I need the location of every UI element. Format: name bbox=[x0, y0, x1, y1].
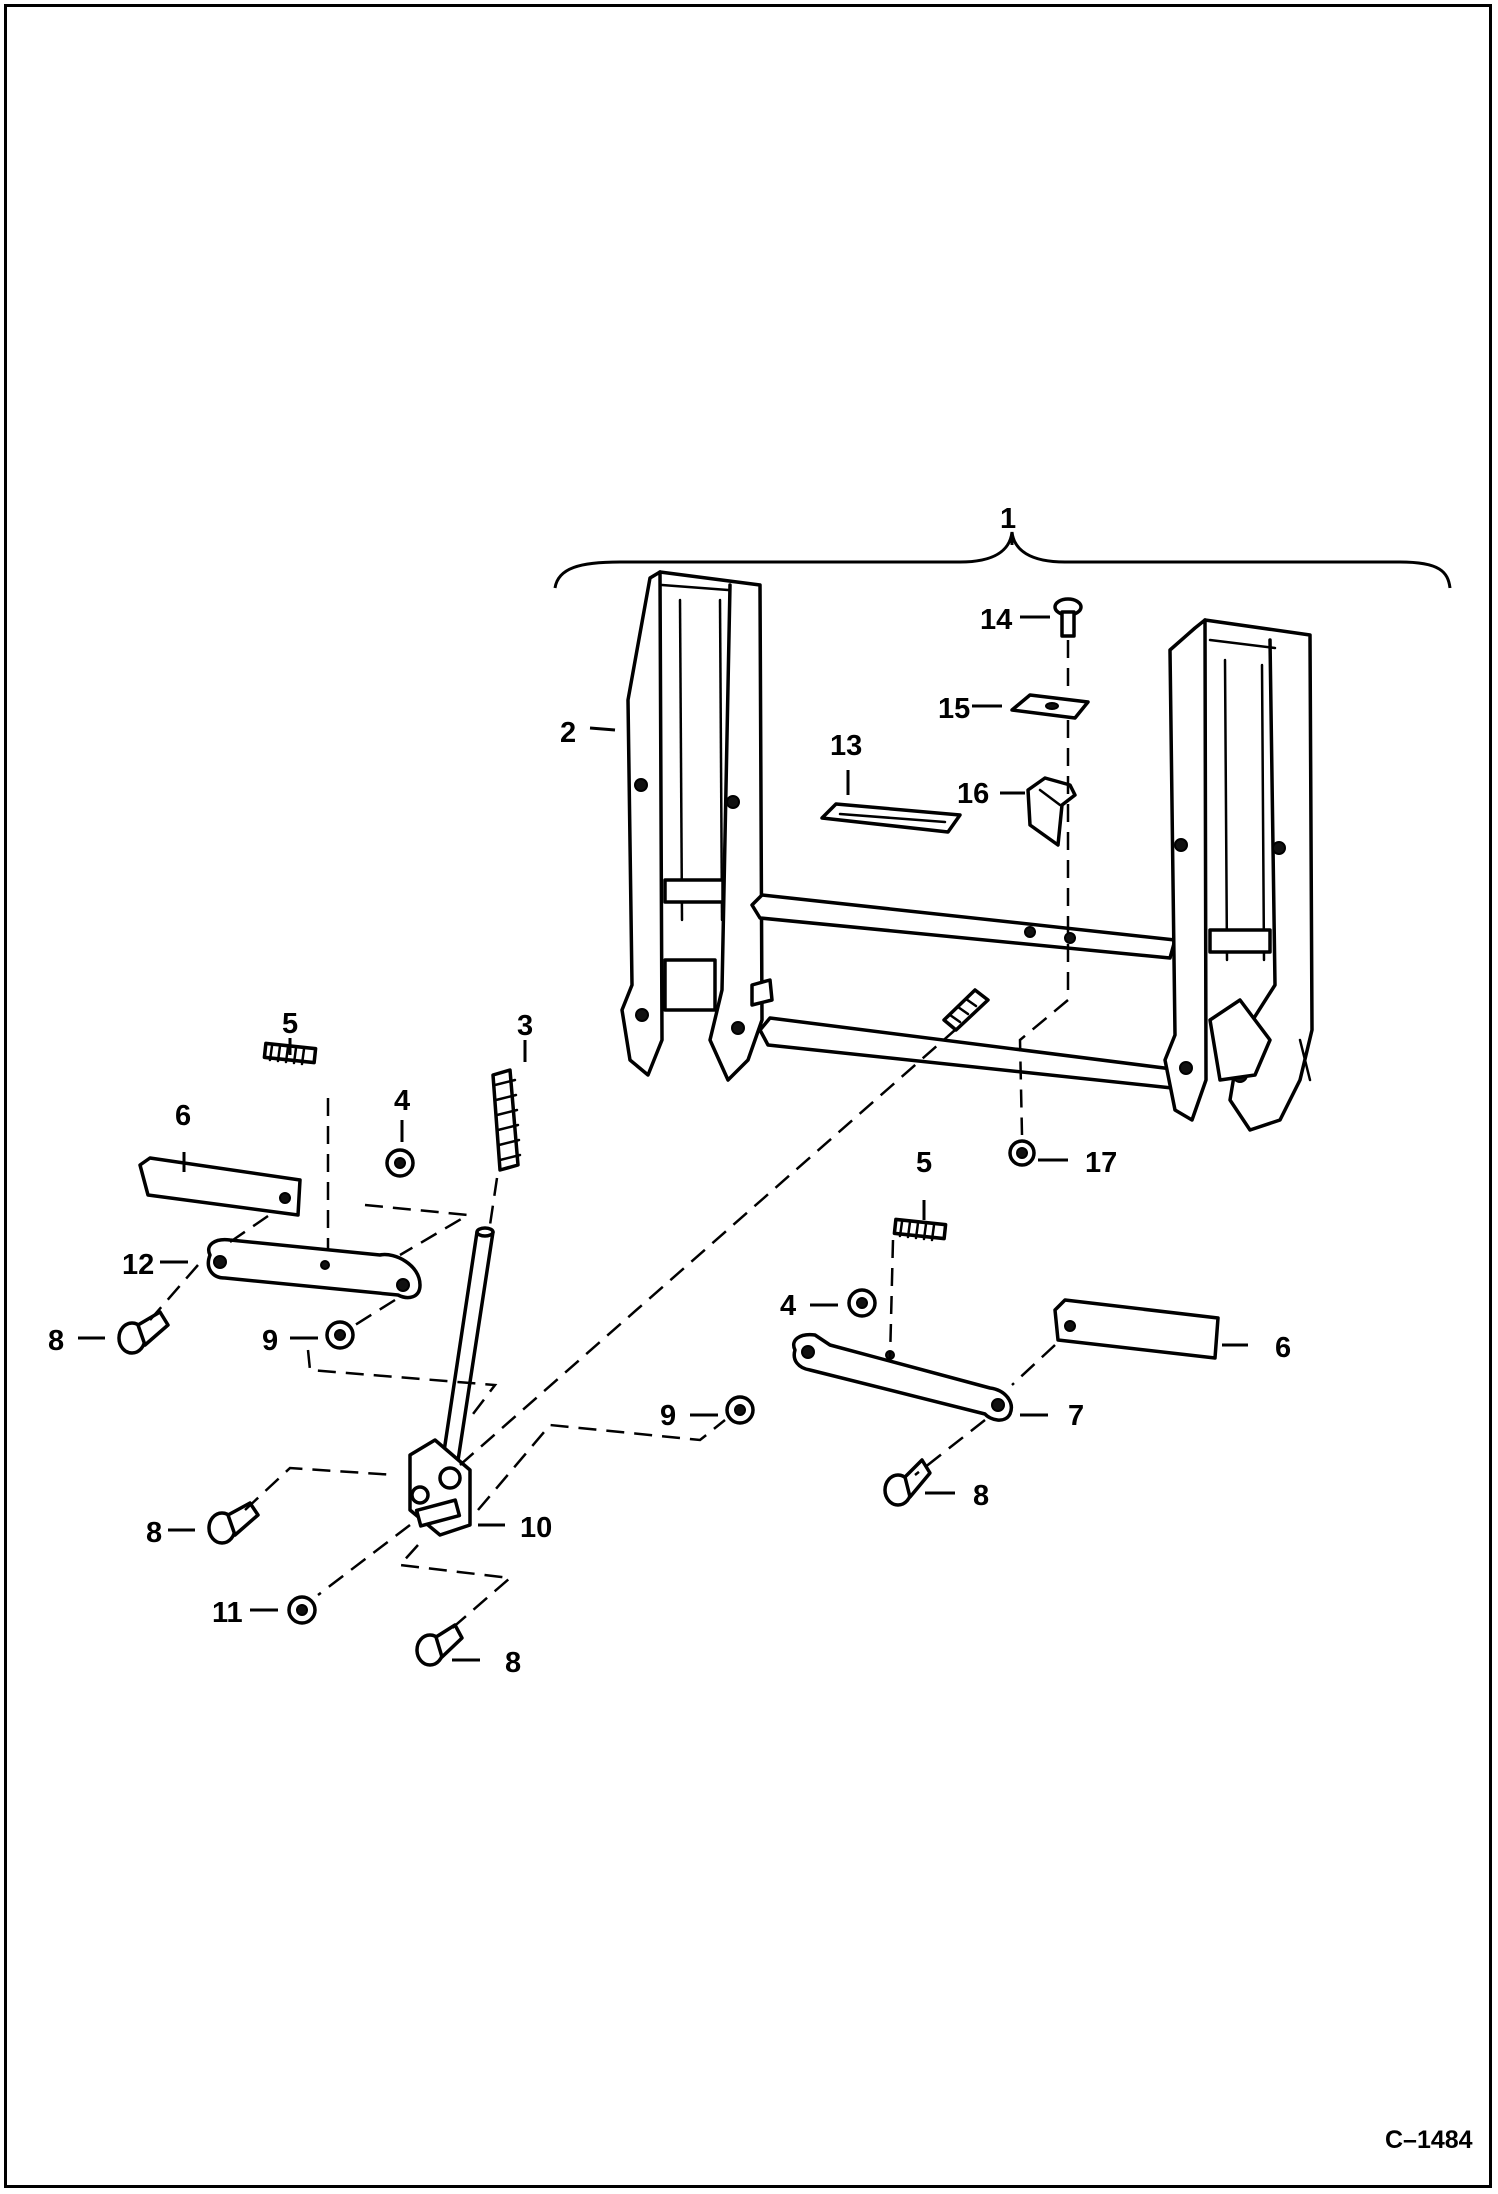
callout-2: 2 bbox=[560, 717, 576, 749]
callout-17: 17 bbox=[1085, 1147, 1117, 1179]
latch-block-right bbox=[1053, 1298, 1220, 1360]
callout-4-left: 4 bbox=[394, 1085, 410, 1117]
callout-8-left-upper: 8 bbox=[48, 1325, 64, 1357]
callout-15: 15 bbox=[938, 693, 970, 725]
callout-1: 1 bbox=[1000, 503, 1016, 535]
callout-8-left-lower: 8 bbox=[146, 1517, 162, 1549]
callout-8-right: 8 bbox=[973, 1480, 989, 1512]
callout-6-left: 6 bbox=[175, 1100, 191, 1132]
callout-5-right: 5 bbox=[916, 1147, 932, 1179]
bolt-bottom bbox=[415, 1623, 464, 1667]
lever-bracket bbox=[408, 1438, 472, 1537]
nut-right-middle bbox=[725, 1395, 755, 1425]
bolt-right bbox=[883, 1458, 932, 1507]
left-upright-inner bbox=[658, 570, 764, 1082]
link-right bbox=[792, 1332, 1013, 1422]
leader-lines bbox=[78, 615, 1248, 1662]
callout-13: 13 bbox=[830, 730, 862, 762]
nut-left-upper bbox=[385, 1148, 415, 1178]
nut-right-upper bbox=[847, 1288, 877, 1318]
callout-9-right: 9 bbox=[660, 1400, 676, 1432]
latch-block-left bbox=[138, 1156, 302, 1217]
callout-3: 3 bbox=[517, 1010, 533, 1042]
lower-crossbar bbox=[758, 1016, 1182, 1090]
link-left bbox=[206, 1237, 422, 1300]
callout-5-left: 5 bbox=[282, 1008, 298, 1040]
bolt-top bbox=[1053, 597, 1083, 638]
nut-left-middle bbox=[325, 1320, 355, 1350]
right-upright-outer bbox=[1203, 618, 1314, 1132]
figure-reference: C–1484 bbox=[1385, 2126, 1473, 2154]
callout-16: 16 bbox=[957, 778, 989, 810]
callout-12: 12 bbox=[122, 1249, 154, 1281]
latch-bracket bbox=[1026, 776, 1077, 847]
spring-handle bbox=[491, 1068, 522, 1172]
assembly-lines bbox=[149, 1029, 1056, 1631]
assembly-line-latch bbox=[1018, 640, 1070, 1136]
callout-9-left: 9 bbox=[262, 1325, 278, 1357]
upper-crossbar bbox=[750, 893, 1177, 960]
callout-11: 11 bbox=[212, 1597, 243, 1629]
assembly-brace bbox=[553, 531, 1452, 589]
callout-8-bottom: 8 bbox=[505, 1647, 521, 1679]
callout-7: 7 bbox=[1068, 1400, 1084, 1432]
callout-6-right: 6 bbox=[1275, 1332, 1291, 1364]
spring-right bbox=[892, 1217, 948, 1242]
bolt-left-lower bbox=[207, 1501, 260, 1545]
nut-lower bbox=[287, 1595, 317, 1625]
callout-14: 14 bbox=[980, 604, 1012, 636]
left-upright-outer bbox=[620, 570, 664, 1077]
callout-10: 10 bbox=[520, 1512, 552, 1544]
mounting-frame bbox=[620, 570, 1314, 1132]
pivot-pin bbox=[942, 988, 990, 1032]
nut-bottom bbox=[1008, 1139, 1036, 1167]
right-upright-inner bbox=[1163, 618, 1208, 1122]
drawing-frame bbox=[4, 4, 1492, 2188]
bolt-left-upper bbox=[117, 1310, 170, 1355]
callout-4-right: 4 bbox=[780, 1290, 796, 1322]
